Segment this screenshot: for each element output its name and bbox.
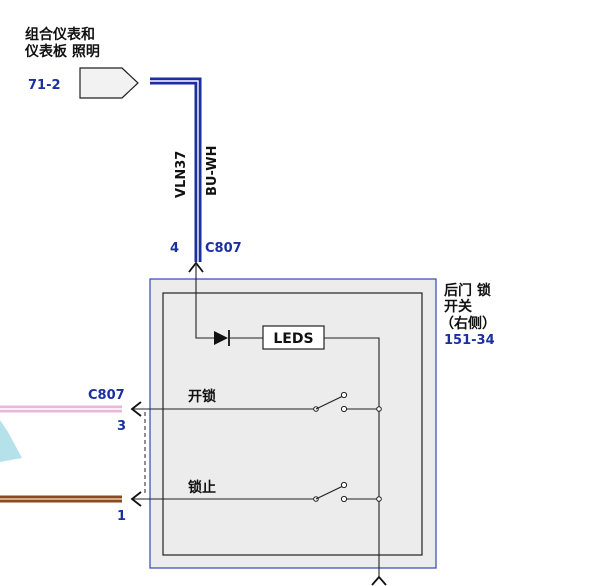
top-pin-arrow bbox=[188, 261, 204, 273]
source-connector-shape bbox=[79, 67, 139, 99]
leds-box bbox=[262, 325, 325, 350]
wire-vln37 bbox=[150, 77, 202, 262]
lock-label: 锁止 bbox=[188, 479, 216, 496]
left-connector-pin-upper: 3 bbox=[117, 419, 126, 434]
unlock-switch bbox=[133, 391, 382, 413]
bottom-ground-arrow bbox=[371, 575, 387, 586]
top-connector-pin: 4 bbox=[170, 241, 179, 256]
diode-symbol bbox=[214, 330, 230, 346]
module-name-line2: 开关 bbox=[444, 298, 472, 315]
left-connector-id: C807 bbox=[88, 388, 125, 403]
left-connector-pin-lower: 1 bbox=[117, 509, 126, 524]
pin1-arrow bbox=[130, 491, 142, 507]
source-connector-name-line2: 仪表板 照明 bbox=[24, 43, 100, 60]
pin3-arrow bbox=[130, 401, 142, 417]
background-fragment bbox=[0, 420, 22, 462]
wire-circuit-label: VLN37 bbox=[174, 151, 189, 198]
leds-label: LEDS bbox=[273, 331, 313, 347]
source-connector-pin: 71-2 bbox=[28, 78, 61, 93]
lock-switch bbox=[133, 481, 382, 503]
source-connector-name-line1: 组合仪表和 bbox=[25, 26, 95, 43]
module-ref: 151-34 bbox=[444, 333, 495, 348]
wire-color-label: BU-WH bbox=[205, 146, 220, 197]
top-connector-id: C807 bbox=[205, 241, 242, 256]
module-name-line1: 后门 锁 bbox=[444, 282, 491, 299]
module-name-line3: （右侧） bbox=[440, 315, 496, 332]
unlock-label: 开锁 bbox=[188, 388, 216, 405]
